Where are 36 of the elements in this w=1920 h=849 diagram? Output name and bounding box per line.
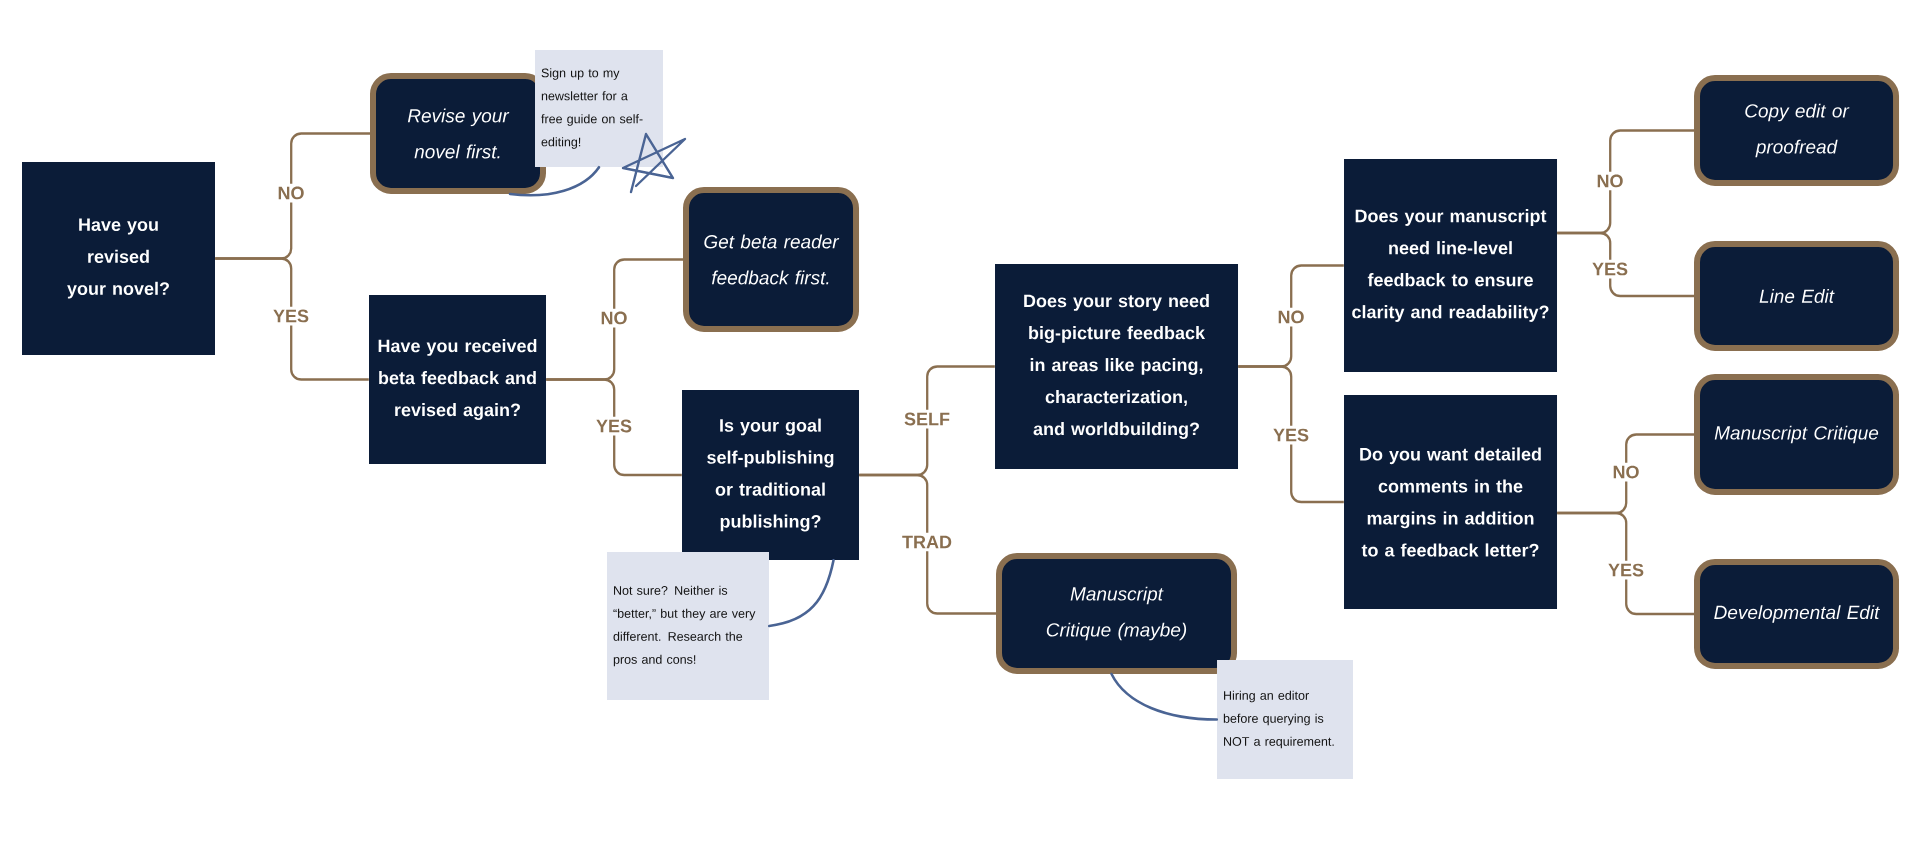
edge-label: NO xyxy=(1609,462,1643,482)
leader-line xyxy=(767,558,835,628)
edge-label: NO xyxy=(274,183,308,203)
decision-box: Have you received beta feedback and revised again? xyxy=(369,295,546,464)
edge-label: YES xyxy=(1589,259,1632,279)
result-box: Manuscript Critique xyxy=(1694,374,1899,495)
note-box: Hiring an editor before querying is NOT a requirement. xyxy=(1217,660,1353,779)
connector-line xyxy=(546,378,682,477)
decision-box: Does your story need big-picture feedback in areas like pacing, characterization, and worldbuilding? xyxy=(995,264,1238,469)
connector-line xyxy=(1557,231,1694,298)
edge-label: NO xyxy=(597,308,631,328)
leader-line xyxy=(508,165,601,197)
connector-line xyxy=(859,473,996,615)
note-box: Sign up to my newsletter for a free guide on self-editing! xyxy=(535,50,663,167)
edge-label: TRAD xyxy=(899,532,955,552)
leader-line xyxy=(1110,672,1219,721)
result-box: Manuscript Critique (maybe) xyxy=(996,553,1237,674)
decision-box: Is your goal self-publishing or traditional publishing? xyxy=(682,390,859,560)
result-box: Copy edit or proofread xyxy=(1694,75,1899,186)
edge-label: SELF xyxy=(901,409,953,429)
edge-label: YES xyxy=(1605,560,1648,580)
edge-label: YES xyxy=(1270,425,1312,445)
connector-line xyxy=(215,257,369,381)
connector-line xyxy=(1557,511,1694,616)
decision-box: Does your manuscript need line-level feedback to ensure clarity and readability? xyxy=(1344,159,1557,372)
edge-label: NO xyxy=(1274,307,1308,327)
result-box: Developmental Edit xyxy=(1694,559,1899,669)
decision-box: Do you want detailed comments in the margins in addition to a feedback letter? xyxy=(1344,395,1557,609)
result-box: Get beta reader feedback first. xyxy=(683,187,859,332)
edge-label: YES xyxy=(270,306,312,326)
connector-line xyxy=(1238,365,1344,504)
decision-box: Have you revised your novel? xyxy=(22,162,215,355)
edge-label: NO xyxy=(1593,171,1627,191)
note-box: Not sure? Neither is “better,” but they are very different. Research the pros and cons! xyxy=(607,552,769,700)
result-box: Line Edit xyxy=(1694,241,1899,351)
edge-label: YES xyxy=(593,416,635,436)
